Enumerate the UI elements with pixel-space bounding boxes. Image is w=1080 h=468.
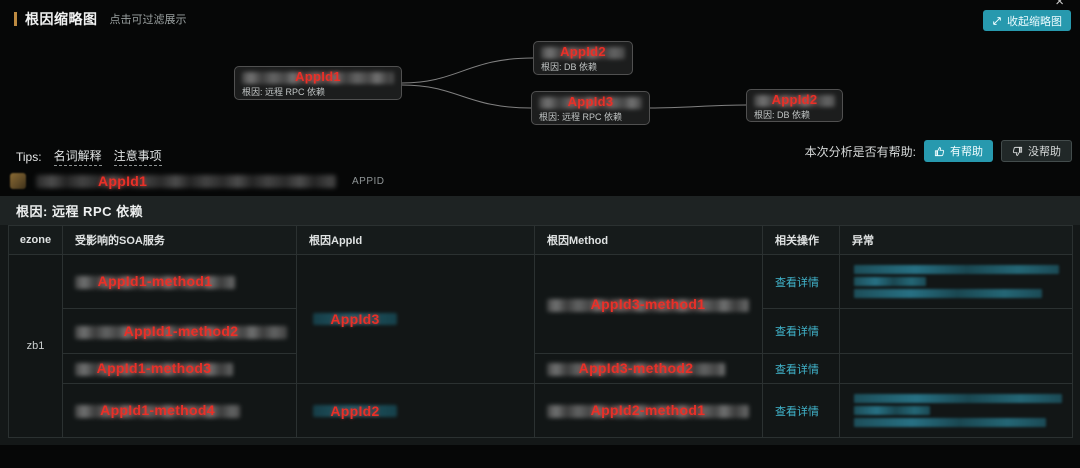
exception-cell	[839, 353, 1073, 384]
service-annotation: AppId1-method3	[96, 360, 212, 376]
redacted-text	[313, 404, 397, 417]
thumbs-down-icon	[1012, 146, 1023, 156]
action-cell: 查看详情	[762, 254, 840, 309]
page-title: 根因缩略图	[25, 11, 98, 27]
tips-label: Tips:	[16, 149, 42, 164]
helpful-button[interactable]: 有帮助	[924, 140, 993, 162]
node-app-label: AppId2	[771, 92, 818, 107]
node-cause-label: 根因: DB 依赖	[754, 110, 811, 120]
root-method-annotation: AppId3-method1	[590, 295, 706, 312]
feedback-question: 本次分析是否有帮助:	[804, 144, 916, 159]
service-cell: AppId1-method1	[62, 254, 297, 309]
view-details-link[interactable]: 查看详情	[775, 405, 819, 418]
thumbs-up-icon	[934, 146, 945, 156]
glossary-link[interactable]: 名词解释	[53, 147, 102, 166]
redacted-text	[547, 405, 749, 418]
redacted-text	[75, 325, 287, 339]
service-cell: AppId1-method4	[62, 383, 297, 438]
redacted-text	[36, 174, 336, 188]
graph-node-appid2-right[interactable]: AppId2 根因: DB 依赖	[746, 89, 843, 122]
not-helpful-label: 没帮助	[1028, 146, 1061, 158]
close-icon[interactable]: ×	[1055, 0, 1064, 10]
action-cell: 查看详情	[762, 308, 840, 354]
view-details-link[interactable]: 查看详情	[775, 326, 819, 338]
node-app-label: AppId1	[295, 69, 341, 84]
redacted-text	[547, 363, 725, 376]
service-annotation: AppId1-method2	[123, 322, 239, 339]
service-annotation: AppId1-method1	[97, 273, 213, 289]
col-header-root-method: 根因Method	[534, 225, 763, 255]
root-appid-cell: AppId3	[296, 254, 535, 384]
root-method-annotation: AppId2-method1	[590, 402, 706, 418]
col-header-exception: 异常	[839, 225, 1073, 255]
graph-node-appid2-top[interactable]: AppId2 根因: DB 依赖	[533, 41, 633, 75]
redacted-text	[754, 95, 835, 107]
table-row: AppId1-method2 查看详情	[9, 308, 1073, 354]
redacted-app-name: AppId1	[36, 172, 336, 189]
root-method-cell: AppId2-method1	[534, 383, 763, 438]
redacted-text	[547, 298, 749, 312]
collapse-diagonal-icon	[993, 16, 1001, 25]
service-cell: AppId1-method3	[62, 353, 297, 384]
redacted-text	[75, 405, 240, 418]
col-header-root-appid: 根因AppId	[296, 225, 535, 255]
redacted-text	[75, 276, 235, 289]
table-row: zb1 AppId1-method1 AppId3 AppId3-method1…	[8, 254, 1073, 438]
service-annotation: AppId1-method4	[100, 402, 215, 418]
exception-cell	[839, 254, 1073, 309]
node-cause-label: 根因: 远程 RPC 依赖	[539, 112, 623, 122]
table-row: AppId1-method4 AppId2 AppId2-method1 查看详…	[9, 383, 1073, 438]
graph-node-appid3[interactable]: AppId3 根因: 远程 RPC 依赖	[531, 91, 650, 125]
root-appid-annotation: AppId2	[330, 402, 380, 419]
root-cause-table: ezone 受影响的SOA服务 根因AppId 根因Method 相关操作 异常…	[8, 225, 1073, 438]
exception-cell	[839, 308, 1073, 354]
app-name-annotation: AppId1	[98, 172, 148, 189]
tips-row: Tips: 名词解释 注意事项	[16, 147, 162, 166]
root-cause-panel: 根因: 远程 RPC 依赖 ezone 受影响的SOA服务 根因AppId 根因…	[0, 196, 1080, 445]
action-cell: 查看详情	[762, 383, 840, 438]
col-header-soa-service: 受影响的SOA服务	[62, 225, 297, 255]
table-row: AppId1-method3 AppId3-method2 查看详情	[9, 353, 1073, 384]
redacted-exception-block	[852, 258, 1072, 305]
root-method-annotation: AppId3-method2	[578, 360, 694, 376]
page-subtitle: 点击可过滤展示	[109, 14, 187, 26]
redacted-text	[539, 97, 642, 109]
root-method-cell: AppId3-method1	[534, 254, 763, 354]
graph-node-appid1[interactable]: AppId1 根因: 远程 RPC 依赖	[234, 66, 402, 100]
root-method-cell: AppId3-method2	[534, 353, 763, 384]
section-title: 根因: 远程 RPC 依赖	[0, 196, 1080, 225]
app-logo-icon	[10, 173, 26, 189]
notes-link[interactable]: 注意事项	[113, 147, 162, 166]
feedback-row: 本次分析是否有帮助: 有帮助 没帮助	[805, 140, 1072, 162]
col-header-actions: 相关操作	[762, 225, 840, 255]
col-header-ezone: ezone	[8, 225, 63, 255]
collapse-thumbnail-label: 收起缩略图	[1007, 15, 1062, 28]
exception-cell	[839, 383, 1073, 438]
service-cell: AppId1-method2	[62, 308, 297, 354]
root-appid-cell: AppId2	[296, 383, 535, 438]
appid-tag: APPID	[352, 175, 385, 187]
app-header: AppId1 APPID	[10, 172, 385, 190]
redacted-text	[242, 72, 394, 84]
node-cause-label: 根因: 远程 RPC 依赖	[242, 87, 326, 97]
collapse-thumbnail-button[interactable]: 收起缩略图	[983, 10, 1071, 31]
not-helpful-button[interactable]: 没帮助	[1001, 140, 1072, 162]
node-app-label: AppId3	[567, 94, 614, 109]
redacted-text	[313, 313, 397, 325]
ezone-cell: zb1	[8, 254, 63, 438]
node-app-label: AppId2	[560, 44, 606, 59]
view-details-link[interactable]: 查看详情	[775, 276, 819, 289]
helpful-label: 有帮助	[950, 146, 983, 158]
table-header-row: ezone 受影响的SOA服务 根因AppId 根因Method 相关操作 异常	[8, 225, 1073, 255]
action-cell: 查看详情	[762, 353, 840, 384]
title-accent-bar	[14, 12, 17, 26]
redacted-text	[75, 363, 233, 376]
redacted-exception-block	[852, 387, 1072, 434]
page-header: 根因缩略图 点击可过滤展示	[14, 9, 187, 29]
redacted-text	[541, 47, 625, 59]
root-appid-annotation: AppId3	[330, 311, 380, 327]
view-details-link[interactable]: 查看详情	[775, 363, 819, 376]
node-cause-label: 根因: DB 依赖	[541, 62, 598, 72]
